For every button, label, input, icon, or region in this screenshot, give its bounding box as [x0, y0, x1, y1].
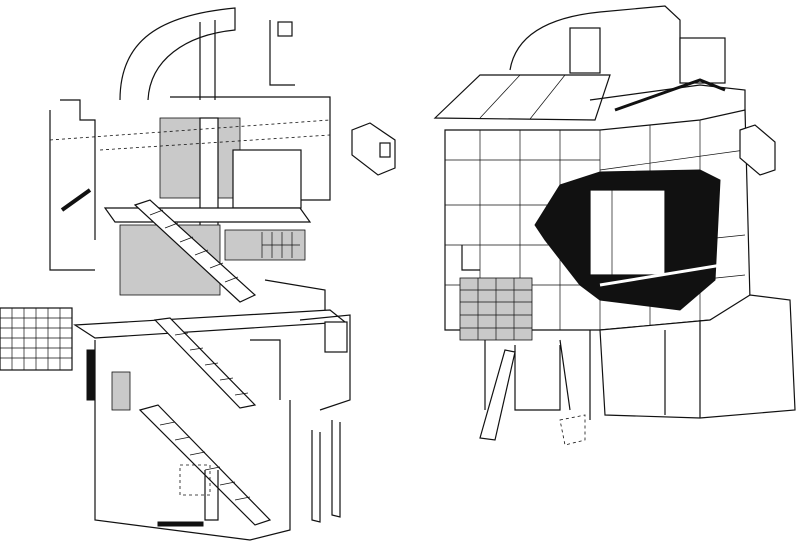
cutaway-view	[0, 7, 396, 541]
grid-screen	[0, 307, 73, 371]
stair-upper	[133, 199, 257, 303]
curved-roof	[119, 7, 236, 101]
roof-canopy	[433, 74, 611, 121]
exterior-view	[433, 5, 796, 446]
